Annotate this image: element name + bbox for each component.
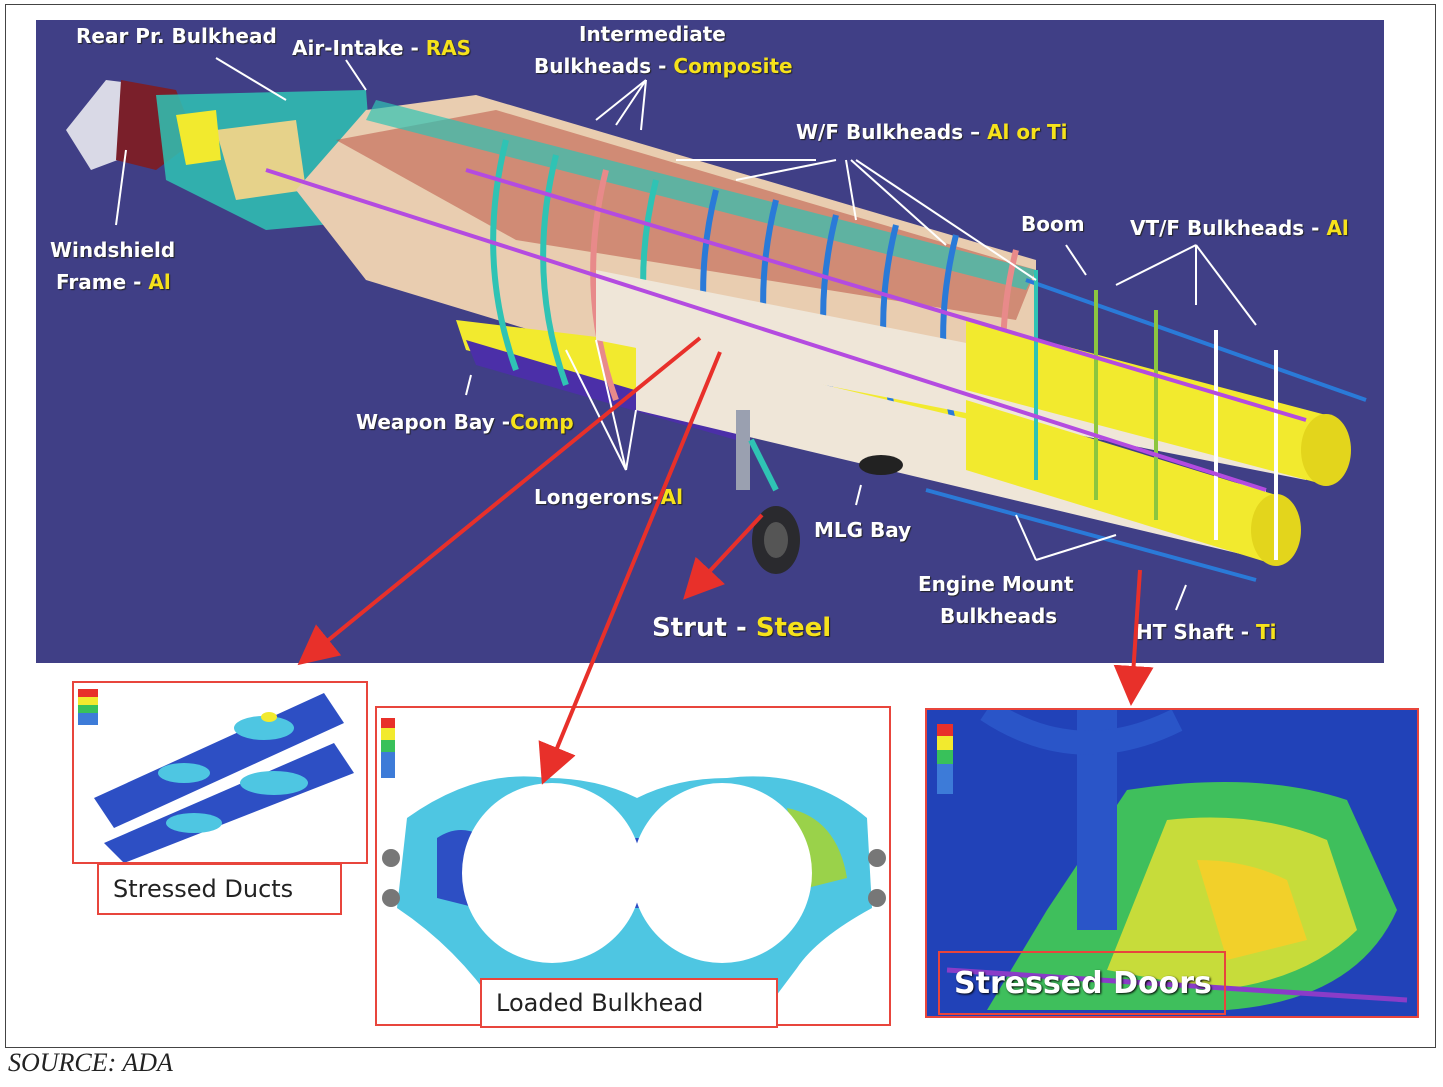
label-windshield-line1: Windshield: [50, 238, 176, 262]
label-strut: Strut - Steel: [652, 613, 832, 643]
label-longerons: Longerons-Al: [534, 485, 683, 509]
label-wf-bulkheads: W/F Bulkheads – Al or Ti: [796, 120, 1068, 144]
main-landing-gear: [736, 410, 903, 574]
stressed-doors-render: [927, 710, 1417, 1016]
engine-ducts: [596, 270, 1351, 566]
label-intermediate-line1: Intermediate: [579, 22, 726, 46]
label-rear-pressure-bulkhead: Rear Pr. Bulkhead: [76, 24, 277, 48]
label-vtf-bulkheads: VT/F Bulkheads - Al: [1130, 216, 1349, 240]
label-weapon-bay: Weapon Bay -Comp: [356, 410, 574, 434]
label-mlg-bay: MLG Bay: [814, 518, 912, 542]
caption-loaded-bulkhead: Loaded Bulkhead: [480, 978, 778, 1028]
caption-stressed-doors: Stressed Doors: [938, 951, 1226, 1015]
loaded-bulkhead-render: [381, 718, 886, 1008]
rear-frame: [265, 168, 1367, 582]
label-boom: Boom: [1021, 212, 1085, 236]
label-intermediate-bulkheads: Bulkheads - Composite: [534, 54, 793, 78]
label-ht-shaft: HT Shaft - Ti: [1136, 620, 1277, 644]
label-air-intake: Air-Intake - RAS: [292, 36, 472, 60]
fuselage-cad-drawing: [66, 57, 1367, 611]
label-engine-mount-line1: Engine Mount: [918, 572, 1074, 596]
stressed-ducts-render: [78, 689, 354, 862]
label-engine-mount-bulkheads: Bulkheads: [940, 604, 1058, 628]
figure-frame: [5, 4, 1436, 1048]
caption-stressed-ducts: Stressed Ducts: [97, 863, 342, 915]
source-note: SOURCE: ADA: [8, 1048, 173, 1077]
stressed-ducts-fea-image: [72, 681, 368, 864]
fuselage-cad-panel: Rear Pr. Bulkhead Air-Intake - RAS Inter…: [36, 20, 1384, 663]
label-windshield-frame: Frame - Al: [56, 270, 171, 294]
stressed-doors-fea-image: [925, 708, 1419, 1018]
